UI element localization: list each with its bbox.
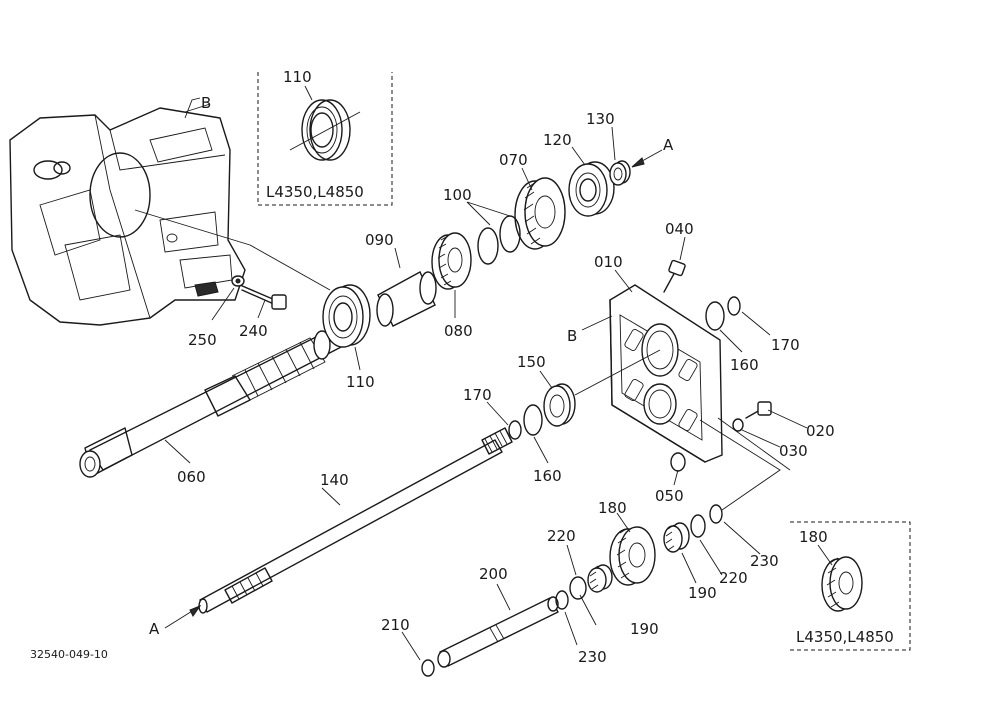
collar-170-mid [508, 420, 522, 440]
label-010: 010 [594, 253, 623, 271]
label-240: 240 [239, 322, 268, 340]
label-180-inset: 180 [799, 528, 828, 546]
collar-090 [376, 271, 437, 327]
leader-lines [164, 103, 833, 661]
label-190-lower: 190 [630, 620, 659, 638]
needle-bearing-190-upper [663, 522, 690, 553]
label-090: 090 [365, 231, 394, 249]
washer-250 [231, 275, 245, 287]
snap-ring-230-right [709, 504, 723, 524]
pin-050 [670, 452, 686, 472]
label-inset-variant-top: L4350,L4850 [266, 183, 364, 201]
snap-ring-160-mid [523, 404, 543, 436]
transmission-case [9, 97, 246, 326]
collar-130 [609, 160, 631, 186]
label-080: 080 [444, 322, 473, 340]
figure-code: 32540-049-10 [30, 648, 108, 661]
label-160-right: 160 [730, 356, 759, 374]
label-140: 140 [320, 471, 349, 489]
label-150: 150 [517, 353, 546, 371]
label-040: 040 [665, 220, 694, 238]
label-230-lower: 230 [578, 648, 607, 666]
bearing-110 [322, 284, 371, 348]
label-180: 180 [598, 499, 627, 517]
bearing-120 [568, 161, 615, 217]
label-b-mid: B [567, 327, 577, 345]
snap-ring-230-lower [555, 590, 569, 610]
label-110-inset: 110 [283, 68, 312, 86]
washer-030 [732, 418, 744, 432]
label-030: 030 [779, 442, 808, 460]
inset-110 [257, 72, 393, 206]
label-120: 120 [543, 131, 572, 149]
label-220-upper: 220 [547, 527, 576, 545]
snap-ring-170-right [727, 296, 741, 316]
gear-080 [431, 232, 472, 290]
snap-ring-160-right [705, 301, 725, 331]
gear-070 [514, 177, 566, 250]
gear-180 [609, 526, 656, 586]
label-060: 060 [177, 468, 206, 486]
label-160-mid: 160 [533, 467, 562, 485]
label-110: 110 [346, 373, 375, 391]
label-220-right: 220 [719, 569, 748, 587]
shaft-200 [437, 596, 559, 668]
part-labels: 110 L4350,L4850 B 130 A 120 070 100 090 … [30, 68, 894, 666]
bolt-040 [663, 259, 686, 293]
shaft-060 [79, 329, 346, 478]
washer-220-upper [569, 576, 587, 600]
label-170-mid: 170 [463, 386, 492, 404]
shaft-140 [198, 427, 513, 614]
label-a-top: A [663, 136, 674, 154]
label-b-top: B [201, 94, 211, 112]
label-020: 020 [806, 422, 835, 440]
bolt-240 [239, 284, 287, 310]
bolt-020 [745, 401, 772, 419]
label-100: 100 [443, 186, 472, 204]
label-210: 210 [381, 616, 410, 634]
label-050: 050 [655, 487, 684, 505]
label-170-right: 170 [771, 336, 800, 354]
snap-ring-210 [421, 659, 435, 677]
label-230-right: 230 [750, 552, 779, 570]
housing-010 [609, 284, 723, 463]
snap-ring-100 [477, 215, 521, 265]
inset-180 [790, 521, 911, 651]
bearing-150 [543, 349, 661, 427]
label-200: 200 [479, 565, 508, 583]
washer-220-right [690, 514, 706, 538]
label-190-upper: 190 [688, 584, 717, 602]
label-130: 130 [586, 110, 615, 128]
label-250: 250 [188, 331, 217, 349]
label-070: 070 [499, 151, 528, 169]
label-inset-variant-bottom: L4350,L4850 [796, 628, 894, 646]
needle-bearing-190-lower [587, 564, 613, 593]
label-a-bottom: A [149, 620, 160, 638]
